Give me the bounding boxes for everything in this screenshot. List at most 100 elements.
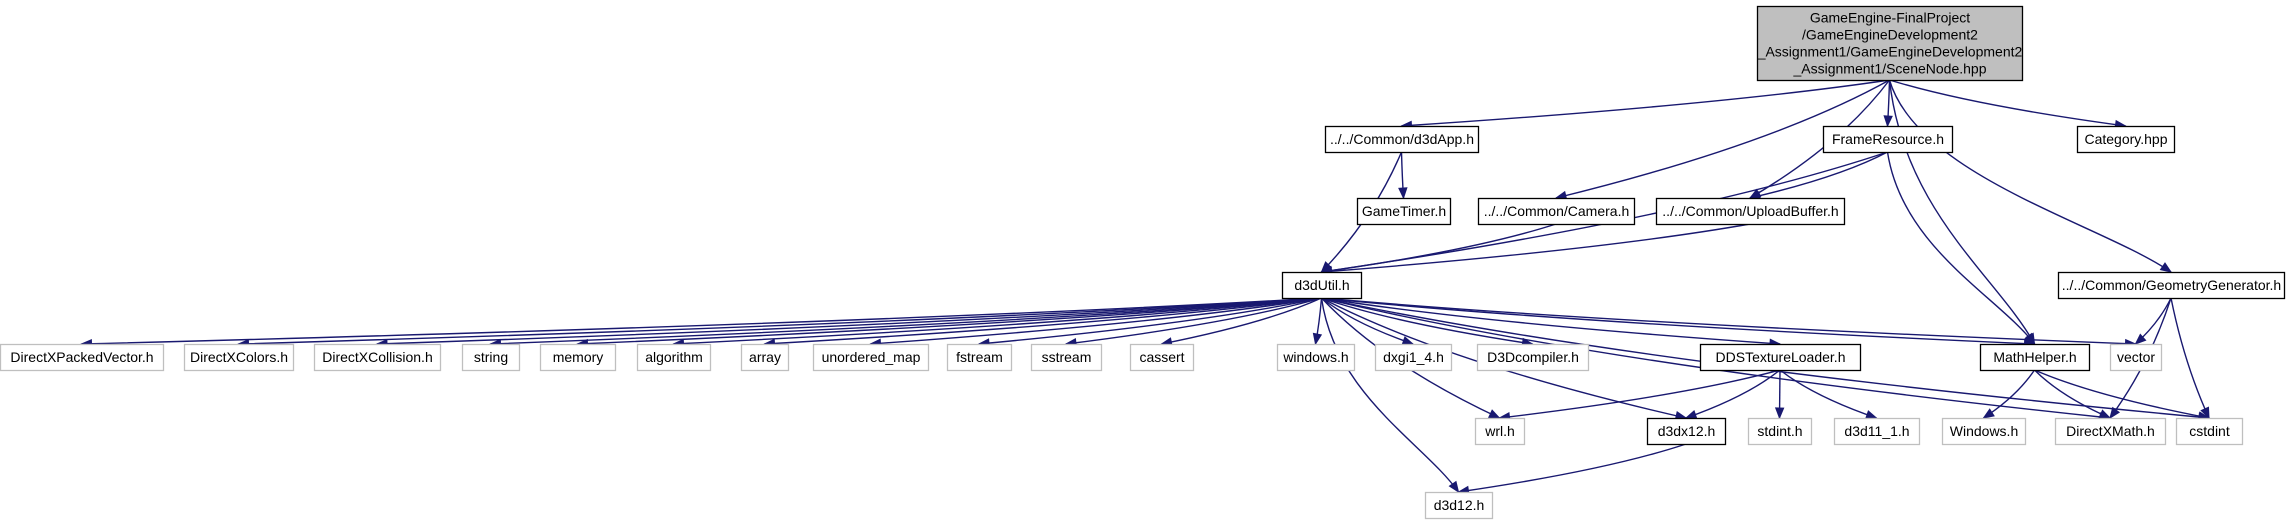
node-box	[1941, 417, 2027, 446]
node-box	[1424, 491, 1494, 520]
arrowhead	[2134, 333, 2147, 345]
node-windows-h: windows.h	[1276, 343, 1356, 372]
node-box	[1281, 271, 1363, 300]
node-dxpv: DirectXPackedVector.h	[0, 343, 165, 372]
node-windows-h: Windows.h	[1941, 417, 2027, 446]
node-label: windows.h	[1282, 349, 1348, 365]
edge-line	[2034, 369, 2210, 419]
node-cassert: cassert	[1129, 343, 1195, 372]
node-label: d3dx12.h	[1658, 423, 1716, 439]
node-stdint: stdint.h	[1747, 417, 1813, 446]
edge-d3dutil-to-dxpv	[80, 297, 1322, 349]
edge-line	[1321, 297, 1414, 345]
node-label: FrameResource.h	[1832, 131, 1944, 147]
node-frameresource[interactable]: FrameResource.h	[1822, 125, 1954, 154]
node-label: DirectXColors.h	[190, 349, 288, 365]
node-geomgen[interactable]: ../../Common/GeometryGenerator.h	[2057, 271, 2286, 300]
edge-line	[1886, 151, 2036, 345]
node-unordered-map: unordered_map	[812, 343, 930, 372]
node-vector: vector	[2109, 343, 2163, 372]
node-label: d3dUtil.h	[1294, 277, 1349, 293]
edge-line	[238, 297, 1322, 345]
arrowhead	[1684, 410, 1698, 419]
node-camera[interactable]: ../../Common/Camera.h	[1477, 197, 1636, 226]
arrowhead	[1883, 115, 1893, 128]
arrowhead	[1774, 407, 1785, 420]
edge-line	[1458, 443, 1687, 493]
node-label: GameTimer.h	[1362, 203, 1446, 219]
edge-line	[2034, 369, 2111, 419]
node-box	[313, 343, 442, 372]
node-box	[1356, 197, 1452, 226]
edge-line	[764, 297, 1322, 345]
node-label: ../../Common/GeometryGenerator.h	[2062, 277, 2281, 293]
node-cstdint: cstdint	[2175, 417, 2244, 446]
node-box	[1756, 5, 2024, 82]
node-d3dutil[interactable]: d3dUtil.h	[1281, 271, 1363, 300]
edge-line	[1888, 79, 2172, 273]
node-label: cstdint	[2189, 423, 2230, 439]
node-dxcolors: DirectXColors.h	[183, 343, 295, 372]
node-box	[2175, 417, 2244, 446]
arrowhead	[2159, 262, 2173, 273]
node-label: array	[749, 349, 781, 365]
node-label: Category.hpp	[2084, 131, 2167, 147]
edge-uploadbuffer-to-d3dutil	[1320, 223, 1751, 276]
node-label: sstream	[1042, 349, 1092, 365]
node-category[interactable]: Category.hpp	[2076, 125, 2176, 154]
node-ddstex[interactable]: DDSTextureLoader.h	[1699, 343, 1862, 372]
node-d3dapp[interactable]: ../../Common/d3dApp.h	[1324, 125, 1480, 154]
node-string: string	[461, 343, 521, 372]
arrowhead	[1448, 480, 1460, 494]
node-scenenode[interactable]: GameEngine-FinalProject/GameEngineDevelo…	[1756, 5, 2024, 82]
node-label: MathHelper.h	[1993, 349, 2076, 365]
arrowhead	[1487, 409, 1501, 419]
arrowhead	[1312, 332, 1323, 346]
edge-d3dapp-to-gametimer	[1398, 151, 1408, 200]
node-box	[740, 343, 790, 372]
node-box	[1699, 343, 1862, 372]
edge-line	[577, 297, 1322, 345]
node-uploadbuffer[interactable]: ../../Common/UploadBuffer.h	[1655, 197, 1846, 226]
node-box	[183, 343, 295, 372]
edge-ddstex-to-stdint	[1774, 369, 1785, 420]
node-box	[1276, 343, 1356, 372]
edge-line	[1321, 297, 1781, 345]
node-dxcollision: DirectXCollision.h	[313, 343, 442, 372]
arrowhead	[2109, 406, 2121, 420]
node-label: dxgi1_4.h	[1383, 349, 1444, 365]
edge-line	[673, 297, 1322, 345]
node-label: DirectXCollision.h	[322, 349, 432, 365]
edge-line	[870, 297, 1322, 345]
edge-line	[2170, 297, 2210, 419]
node-memory: memory	[539, 343, 617, 372]
node-box	[1655, 197, 1846, 226]
node-box	[1476, 343, 1590, 372]
edge-line	[490, 297, 1322, 345]
node-label: stdint.h	[1757, 423, 1802, 439]
node-label: memory	[553, 349, 604, 365]
edge-line	[1779, 369, 1877, 419]
node-label: string	[474, 349, 508, 365]
node-d3d12: d3d12.h	[1424, 491, 1494, 520]
edge-line	[1889, 79, 2126, 127]
node-label: GameEngine-FinalProject	[1810, 10, 1970, 26]
node-box	[812, 343, 930, 372]
node-label: DirectXPackedVector.h	[10, 349, 153, 365]
node-box	[461, 343, 521, 372]
edge-line	[1321, 297, 1687, 419]
node-box	[1822, 125, 1954, 154]
node-label: ../../Common/UploadBuffer.h	[1662, 203, 1838, 219]
edge-geomgen-to-cstdint	[2170, 297, 2210, 420]
edge-d3dutil-to-windows-h	[1312, 297, 1323, 346]
node-d3dx12[interactable]: d3dx12.h	[1646, 417, 1727, 446]
node-gametimer[interactable]: GameTimer.h	[1356, 197, 1452, 226]
edge-d3dx12-to-d3d12	[1457, 443, 1687, 496]
node-box	[636, 343, 712, 372]
node-mathhelper[interactable]: MathHelper.h	[1979, 343, 2091, 372]
node-dxmath: DirectXMath.h	[2054, 417, 2167, 446]
edge-scenenode-to-geomgen	[1888, 79, 2173, 273]
node-label: wrl.h	[1484, 423, 1515, 439]
nodes-layer: GameEngine-FinalProject/GameEngineDevelo…	[0, 5, 2286, 520]
